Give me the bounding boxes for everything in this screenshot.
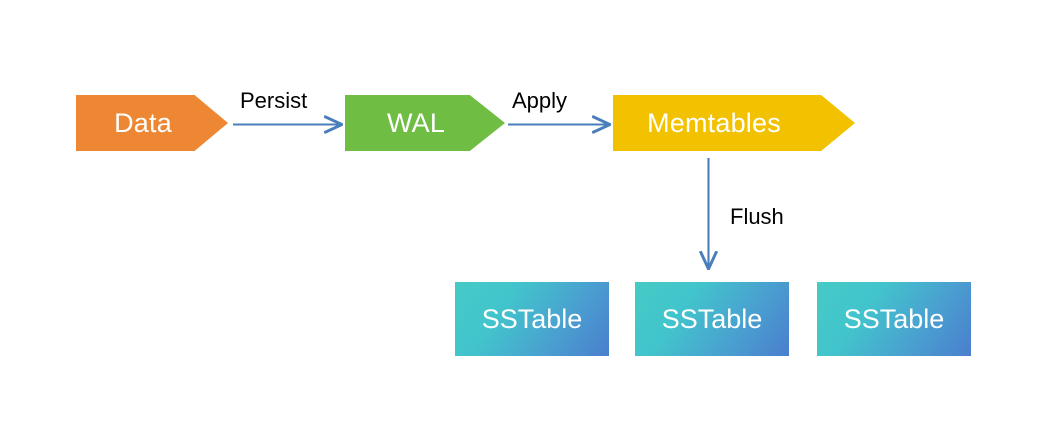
node-data-label: Data <box>114 107 172 138</box>
node-data[interactable]: Data <box>76 95 228 151</box>
edge-label-flush: Flush <box>730 204 784 229</box>
edge-label-persist: Persist <box>240 88 308 113</box>
node-sstable-2-label: SSTable <box>661 303 763 334</box>
node-sstable-3-label: SSTable <box>843 303 945 334</box>
node-memtables[interactable]: Memtables <box>613 95 855 151</box>
node-wal-label: WAL <box>386 107 446 138</box>
node-sstable-3[interactable]: SSTable <box>817 282 971 356</box>
node-wal[interactable]: WAL <box>345 95 505 151</box>
node-sstable-1[interactable]: SSTable <box>455 282 609 356</box>
edge-label-apply: Apply <box>512 88 568 113</box>
node-sstable-2[interactable]: SSTable <box>635 282 789 356</box>
node-memtables-label: Memtables <box>647 107 781 138</box>
node-sstable-1-label: SSTable <box>481 303 583 334</box>
